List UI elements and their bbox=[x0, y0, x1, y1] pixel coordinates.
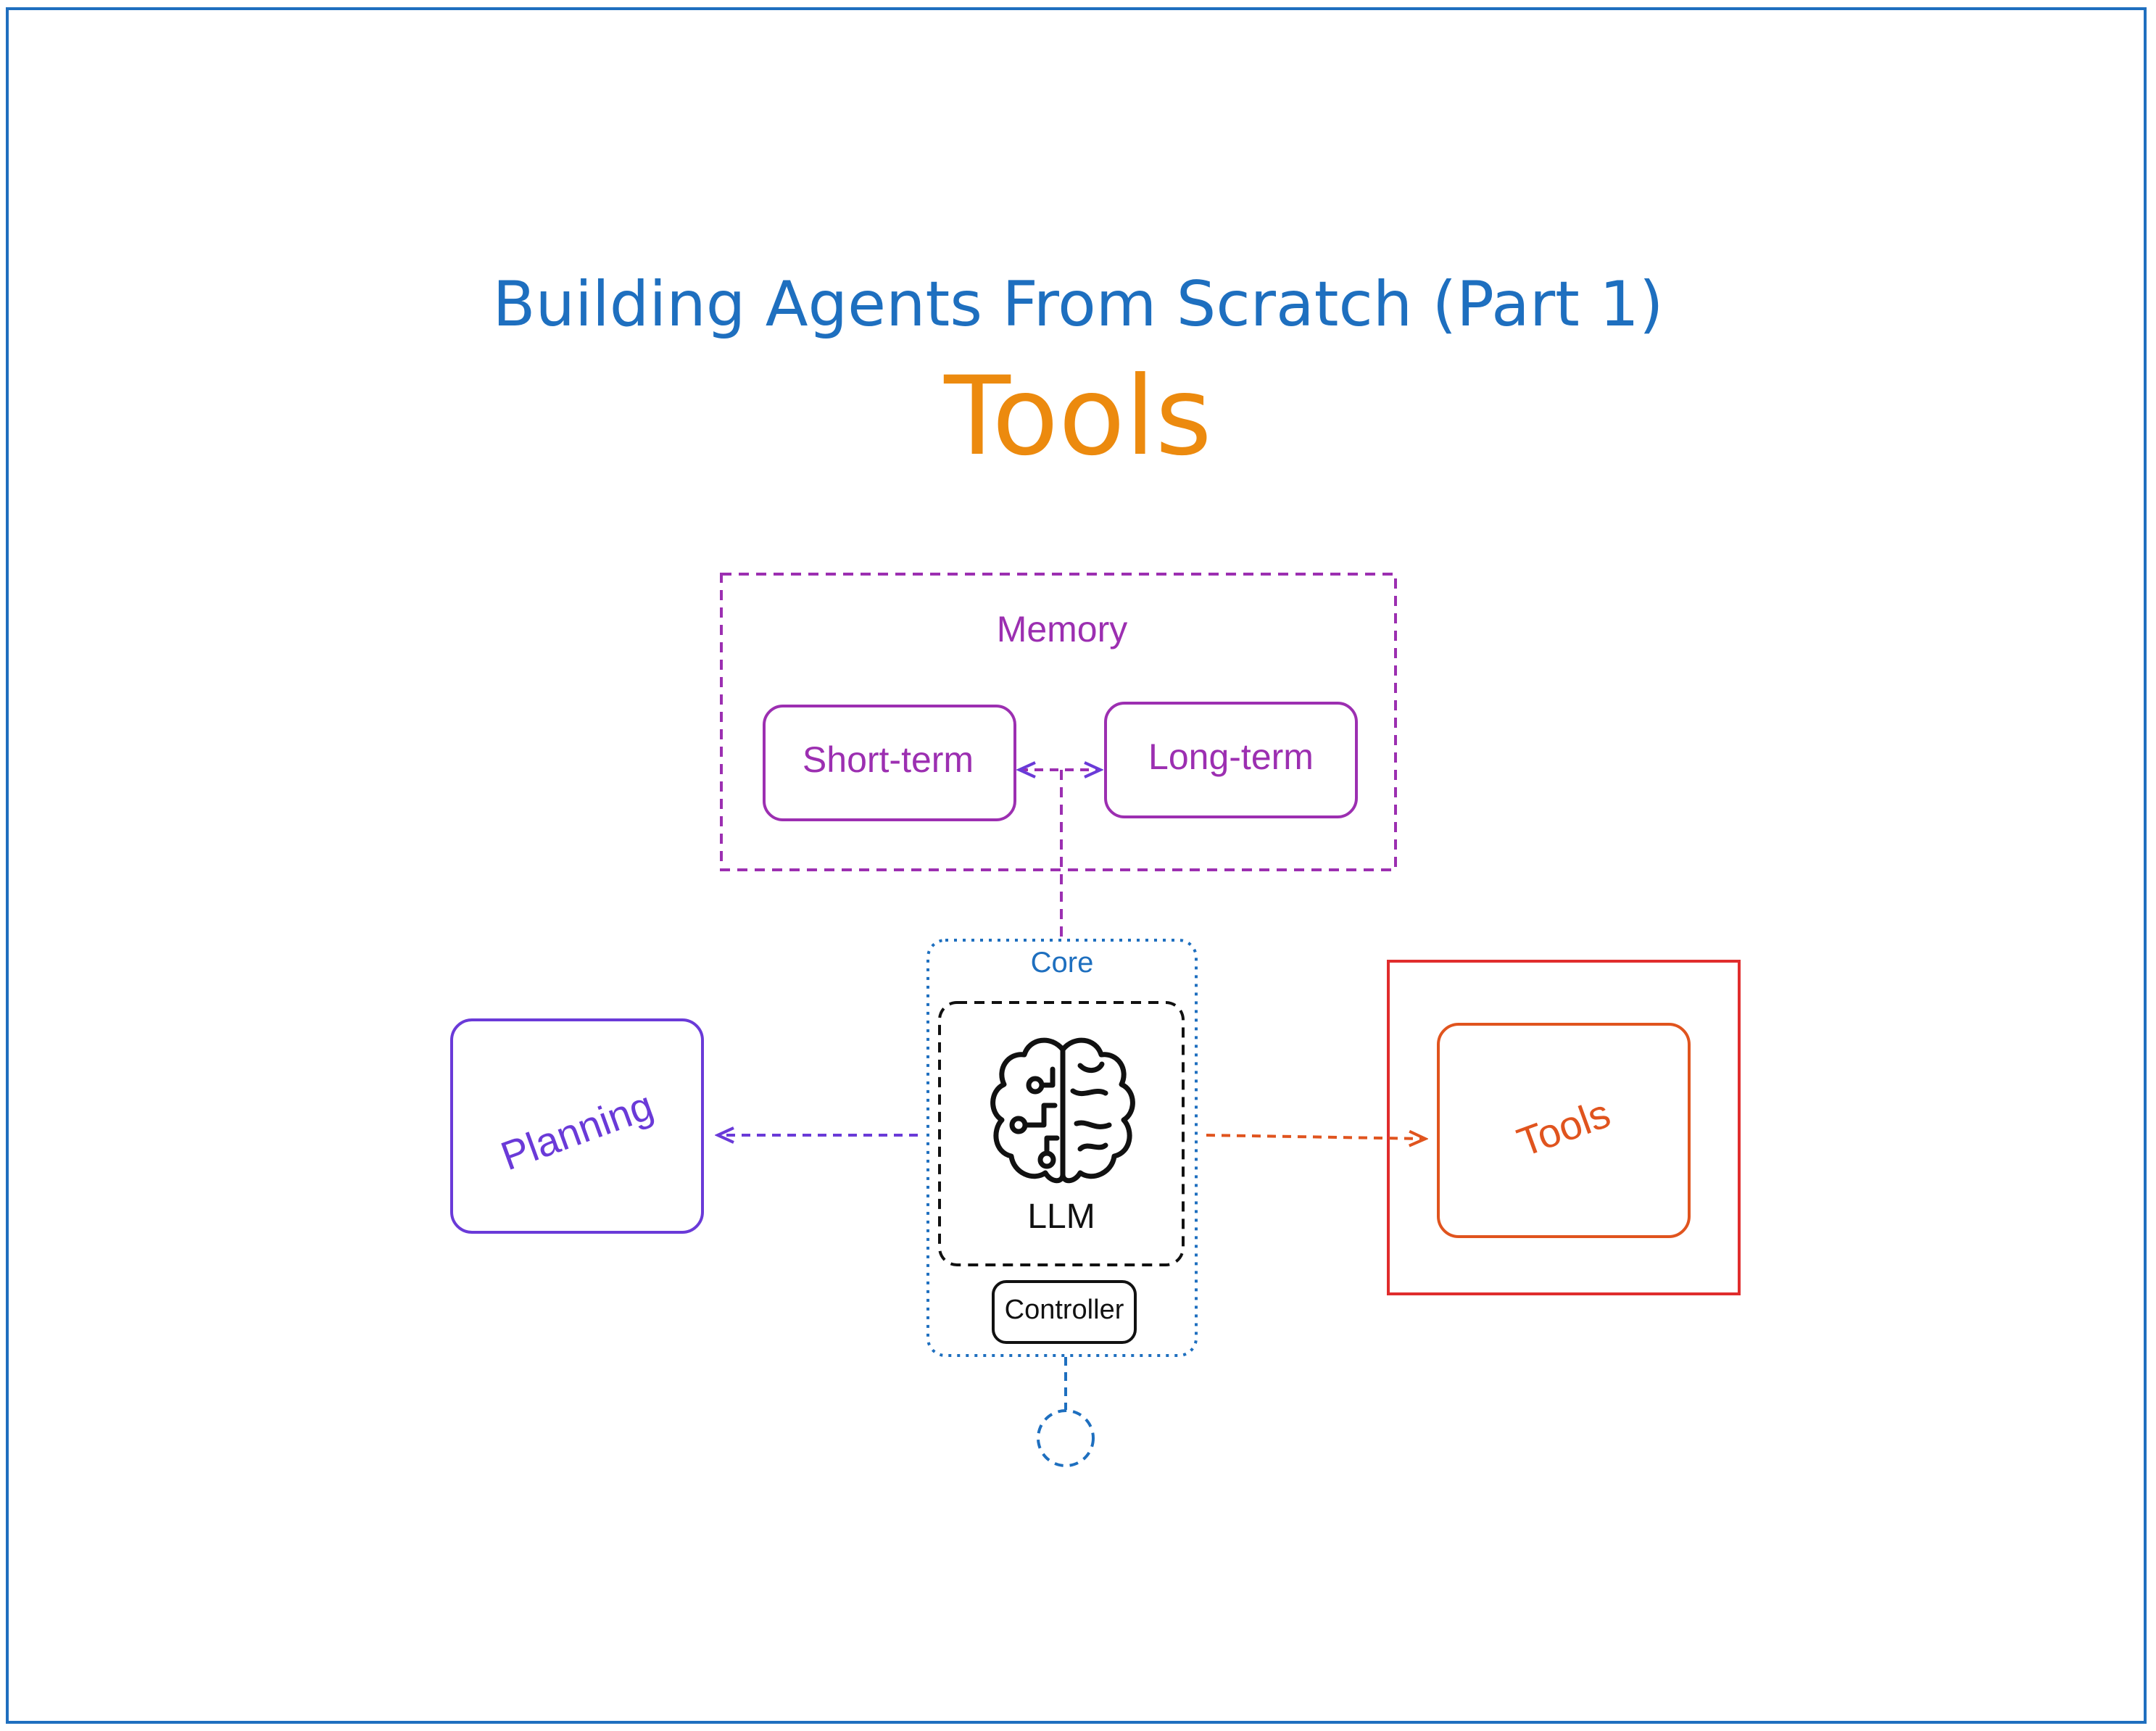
core-label: Core bbox=[1030, 947, 1094, 979]
long-term-box bbox=[1104, 702, 1358, 818]
short-term-label: Short-term bbox=[802, 739, 974, 780]
llm-label: LLM bbox=[1027, 1197, 1095, 1236]
page-title: Building Agents From Scratch (Part 1) bbox=[492, 268, 1664, 341]
planning-box bbox=[450, 1018, 704, 1234]
llm-box bbox=[938, 1001, 1185, 1266]
tools-outer-box bbox=[1387, 960, 1741, 1295]
brain-icon bbox=[990, 1037, 1135, 1184]
core-box bbox=[926, 939, 1198, 1357]
controller-label: Controller bbox=[1004, 1295, 1124, 1325]
page-subtitle: Tools bbox=[944, 354, 1212, 480]
long-term-label: Long-term bbox=[1148, 736, 1314, 777]
memory-label: Memory bbox=[996, 609, 1128, 649]
memory-box bbox=[720, 573, 1397, 871]
io-node bbox=[1037, 1409, 1095, 1467]
short-term-box bbox=[763, 705, 1016, 821]
core-to-tools-arrow bbox=[1206, 1135, 1425, 1139]
page-frame bbox=[6, 7, 2147, 1724]
tools-box bbox=[1437, 1023, 1691, 1238]
controller-box bbox=[992, 1280, 1137, 1344]
